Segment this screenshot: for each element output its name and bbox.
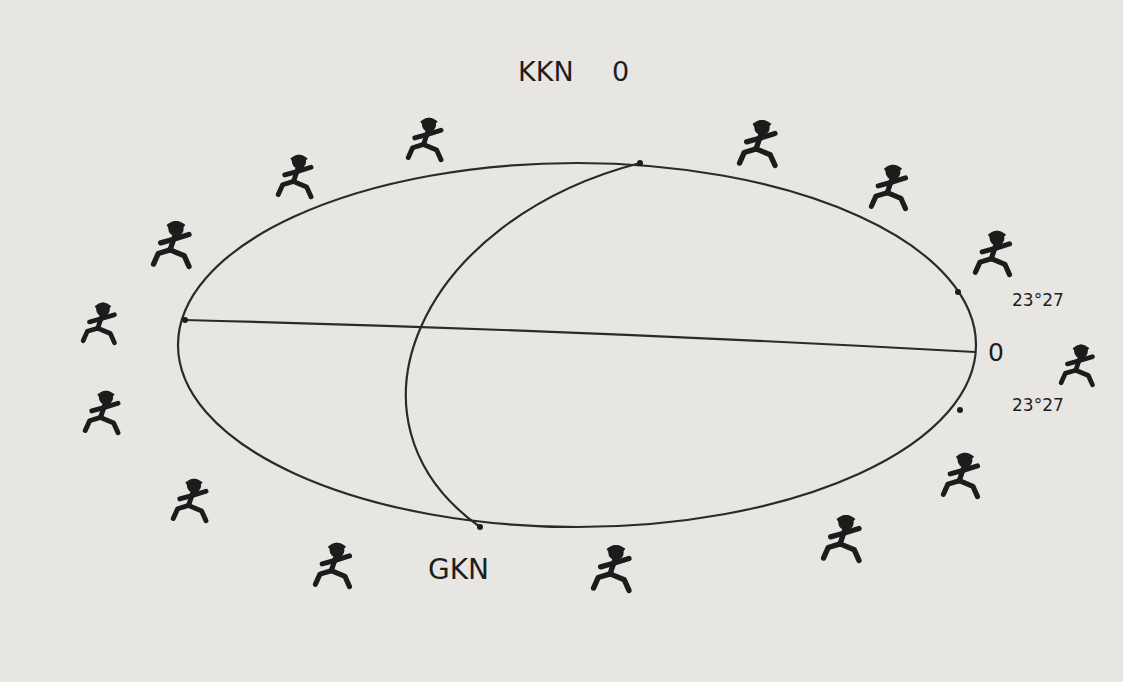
runner-figure [83,303,114,343]
runner-figure [315,543,349,587]
runner-figure [943,453,977,497]
globe [178,163,976,527]
runner-figure [1061,345,1092,385]
runner-figure [85,391,118,433]
point [957,407,963,413]
runner-figure [154,221,189,266]
runner-figure [871,165,905,209]
runners [83,118,1092,591]
runner-figure [824,515,859,561]
point [955,289,961,295]
meridian [406,163,640,527]
runner-figure [278,155,311,197]
runner-figure [173,479,206,521]
latitude-number: 23°27 [1012,397,1064,414]
runner-figure [408,118,441,160]
latitude-number: 0 [988,340,1004,365]
point [477,524,483,530]
globe-outline [178,163,976,527]
runner-figure [975,231,1009,275]
pole-label: KKN [518,58,574,85]
latitude-number: 0 [612,58,629,85]
pole-label: GKN [428,556,489,584]
equator [185,320,975,352]
runner-figure [594,545,629,591]
point [182,317,188,323]
runner-figure [740,120,775,166]
tropic-points [182,160,963,530]
point [637,160,643,166]
latitude-number: 23°27 [1012,292,1064,309]
